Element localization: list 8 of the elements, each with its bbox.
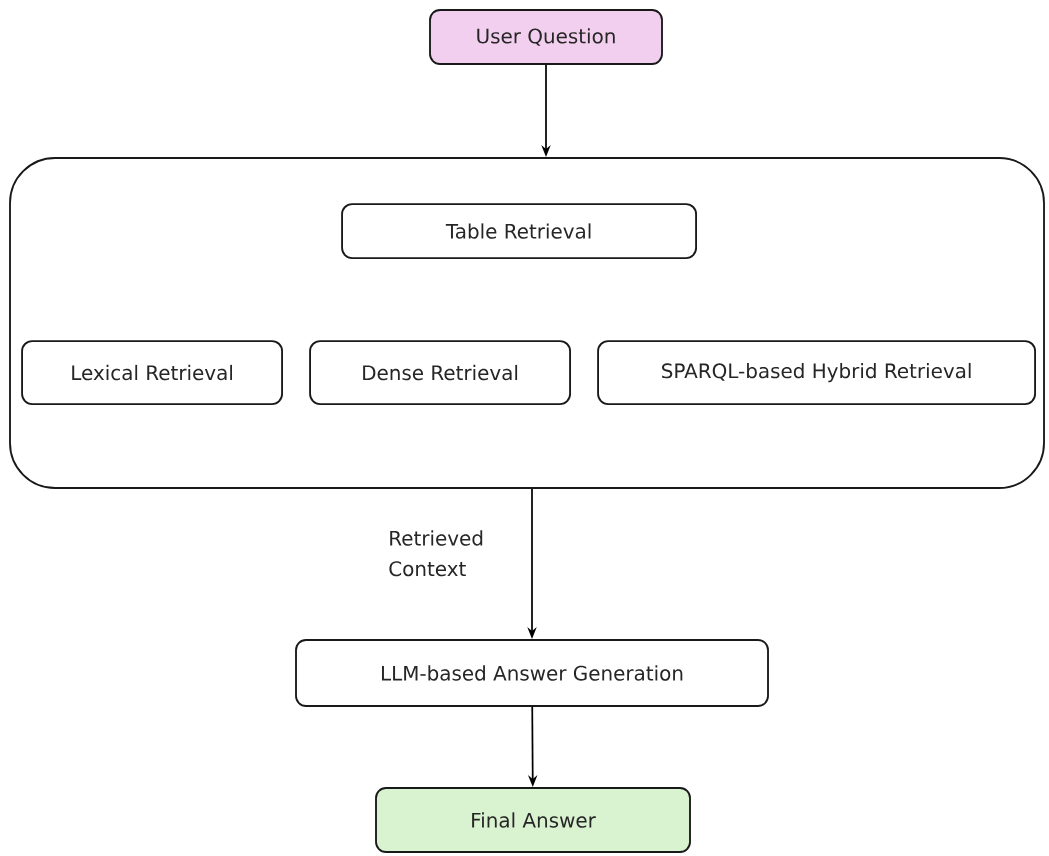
retrieval-box: Lexical Retrieval [21,340,283,405]
retrieval-box: Dense Retrieval [309,340,571,405]
edge-label: Retrieved Context [389,530,483,577]
retrieval-box: Table Retrieval [341,203,697,259]
answer-box: Final Answer [375,787,691,853]
retrieval-box: SPARQL-based Hybrid Retrieval [597,340,1036,405]
process-box: LLM-based Answer Generation [295,639,769,707]
question-box: User Question [429,9,663,65]
